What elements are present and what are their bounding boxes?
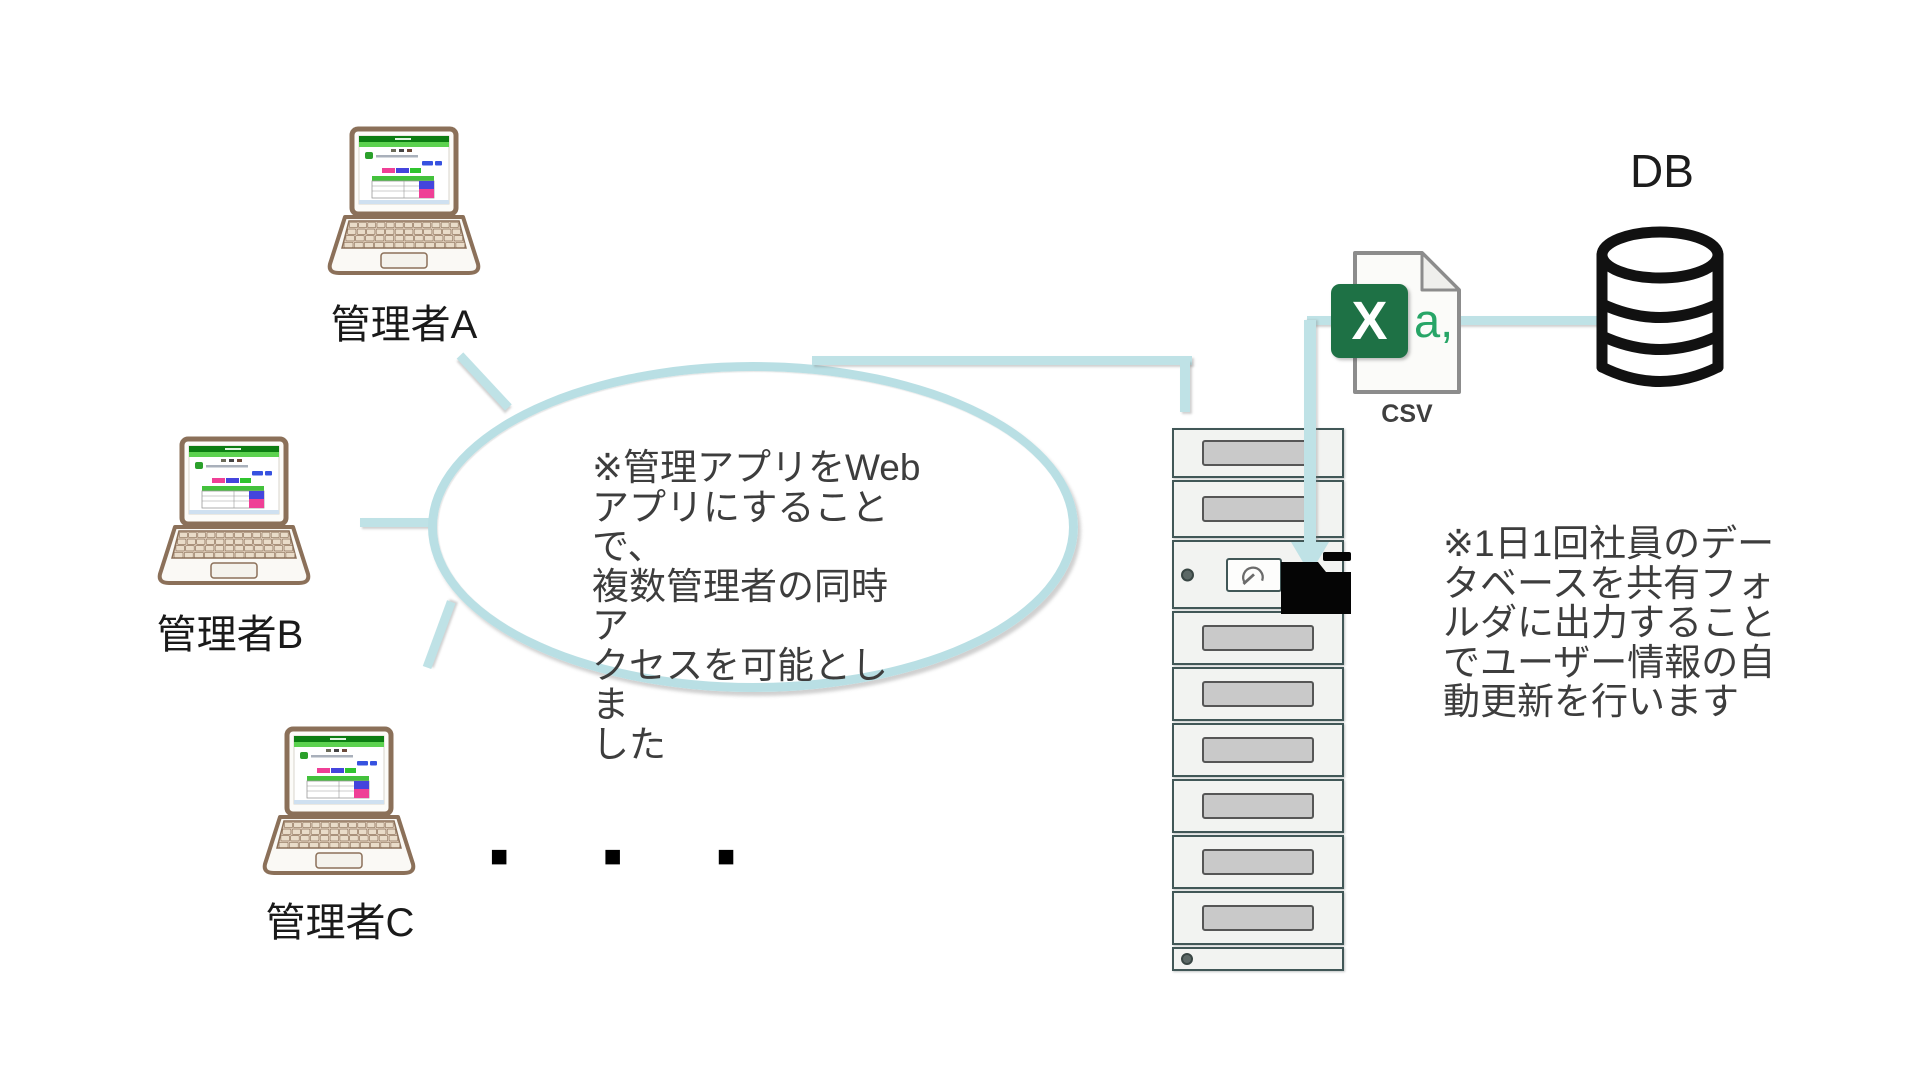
server-unit-base [1172, 947, 1344, 971]
power-knob-icon [1181, 953, 1193, 965]
server-rack [1172, 428, 1344, 973]
server-unit [1172, 835, 1344, 889]
server-unit [1172, 480, 1344, 538]
admin-c-label: 管理者C [265, 901, 415, 945]
db-update-note-text: ※1日1回社員のデー タベースを共有フォ ルダに出力すること でユーザー情報の自… [1443, 523, 1776, 722]
connector-ellipse-to-server [812, 356, 1192, 365]
gauge-panel [1226, 557, 1282, 592]
server-unit [1172, 891, 1344, 945]
connector-laptop-b [360, 518, 432, 527]
server-unit [1172, 723, 1344, 777]
gauge-icon [1242, 566, 1264, 585]
laptop-admin-b-icon [148, 436, 320, 588]
server-unit [1172, 667, 1344, 721]
more-dot: ■ [490, 840, 509, 873]
more-dot: ■ [716, 840, 735, 873]
shared-folder-icon [1281, 552, 1351, 614]
power-knob-icon [1181, 568, 1194, 581]
csv-label: CSV [1381, 400, 1433, 428]
admin-b-label: 管理者B [156, 613, 304, 657]
admin-a-label: 管理者A [330, 303, 478, 347]
db-label: DB [1630, 145, 1694, 197]
web-app-callout-text: ※管理アプリをWeb アプリにすることで、 複数管理者の同時ア クセスを可能とし… [592, 447, 921, 765]
server-slot [1202, 496, 1314, 522]
web-app-callout-ellipse [428, 362, 1078, 692]
server-slot [1202, 849, 1314, 875]
database-icon [1596, 226, 1724, 387]
server-unit [1172, 779, 1344, 833]
csv-to-folder-arrow [1304, 320, 1316, 542]
server-slot [1202, 681, 1314, 707]
server-unit [1172, 428, 1344, 478]
more-laptops-indicator: ■ ■ ■ [490, 840, 735, 874]
server-slot [1202, 440, 1314, 466]
laptop-admin-a-icon [318, 126, 490, 278]
excel-logo-icon: X [1331, 284, 1408, 358]
connector-ellipse-to-server-stub [1180, 360, 1190, 412]
server-slot [1202, 625, 1314, 651]
server-slot [1202, 793, 1314, 819]
connector-laptop-c [422, 600, 456, 670]
more-dot: ■ [603, 840, 622, 873]
connector-laptop-a [456, 352, 512, 411]
server-slot [1202, 737, 1314, 763]
server-slot [1202, 905, 1314, 931]
csv-comma-text: a, [1414, 294, 1454, 347]
server-unit [1172, 611, 1344, 665]
laptop-admin-c-icon [253, 726, 425, 878]
